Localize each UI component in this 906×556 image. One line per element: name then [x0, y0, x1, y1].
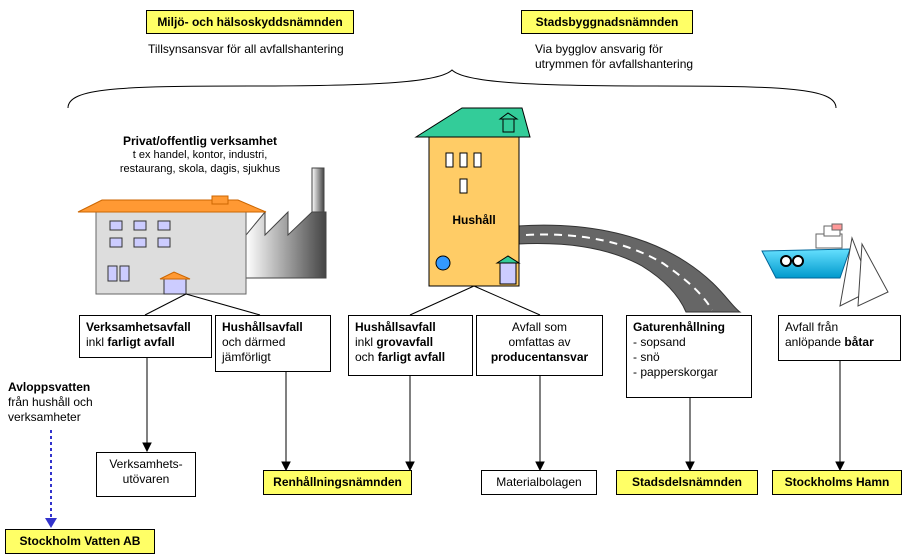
dest-materialbolagen: Materialbolagen — [481, 470, 597, 495]
sewage-title: Avloppsvatten — [8, 380, 91, 394]
b6-line-2: anlöpande båtar — [785, 335, 874, 349]
b4-line-3: producentansvar — [490, 350, 589, 364]
sewage-note: Avloppsvatten från hushåll och verksamhe… — [8, 380, 138, 425]
b6-line-1: Avfall från — [785, 320, 839, 334]
box-business-waste: Verksamhetsavfall inkl farligt avfall — [79, 315, 212, 358]
household-label: Hushåll — [452, 213, 496, 227]
operator-line-1: Verksamhets- — [109, 457, 183, 471]
business-label: Privat/offentlig verksamhet t ex handel,… — [100, 134, 300, 176]
box-producer-responsibility: Avfall som omfattas av producentansvar — [476, 315, 603, 376]
ship-illustration — [761, 223, 889, 307]
curly-brace — [67, 69, 837, 109]
city-desc-line-2: utrymmen för avfallshantering — [535, 57, 694, 71]
box-household-comparable: Hushållsavfall och därmed jämförligt — [215, 315, 331, 372]
business-title: Privat/offentlig verksamhet — [122, 134, 278, 148]
b5-line-3: - snö — [633, 350, 660, 364]
b2-line-1: Hushållsavfall — [222, 320, 303, 334]
city-committee-label: Stadsbyggnadsnämnden — [521, 10, 693, 34]
b3-line-3: och farligt avfall — [355, 350, 446, 364]
dest-operator: Verksamhets- utövaren — [96, 452, 196, 497]
b1-line-1: Verksamhetsavfall — [86, 320, 191, 334]
city-committee-desc: Via bygglov ansvarig för utrymmen för av… — [535, 42, 755, 72]
dest-hamn: Stockholms Hamn — [772, 470, 902, 495]
b5-line-2: - sopsand — [633, 335, 686, 349]
sewage-line-2: verksamheter — [8, 410, 81, 424]
b2-line-2: och därmed — [222, 335, 286, 349]
dest-vatten: Stockholm Vatten AB — [5, 529, 155, 554]
b2-line-3: jämförligt — [222, 350, 271, 364]
business-line-2: restaurang, skola, dagis, sjukhus — [119, 163, 281, 175]
b3-line-2: inkl grovavfall — [355, 335, 434, 349]
b4-line-1: Avfall som — [511, 320, 568, 334]
env-committee-desc: Tillsynsansvar för all avfallshantering — [148, 42, 344, 56]
box-household-waste: Hushållsavfall inkl grovavfall och farli… — [348, 315, 473, 376]
env-committee-label: Miljö- och hälsoskyddsnämnden — [146, 10, 354, 34]
b4-line-2: omfattas av — [508, 335, 571, 349]
operator-line-2: utövaren — [122, 472, 170, 486]
b5-line-1: Gaturenhållning — [633, 320, 726, 334]
dest-renhallning: Renhållningsnämnden — [263, 470, 412, 495]
household-building — [414, 107, 531, 287]
b5-line-4: - papperskorgar — [633, 365, 718, 379]
dest-stadsdel: Stadsdelsnämnden — [616, 470, 758, 495]
road — [517, 224, 742, 313]
business-line-1: t ex handel, kontor, industri, — [132, 149, 268, 161]
box-street-cleaning: Gaturenhållning - sopsand - snö - papper… — [626, 315, 752, 398]
b1-line-2: inkl farligt avfall — [86, 335, 175, 349]
city-desc-line-1: Via bygglov ansvarig för — [535, 42, 663, 56]
sewage-line-1: från hushåll och — [8, 395, 93, 409]
factory-illustration — [77, 167, 327, 295]
box-boat-waste: Avfall från anlöpande båtar — [778, 315, 901, 361]
b3-line-1: Hushållsavfall — [355, 320, 436, 334]
